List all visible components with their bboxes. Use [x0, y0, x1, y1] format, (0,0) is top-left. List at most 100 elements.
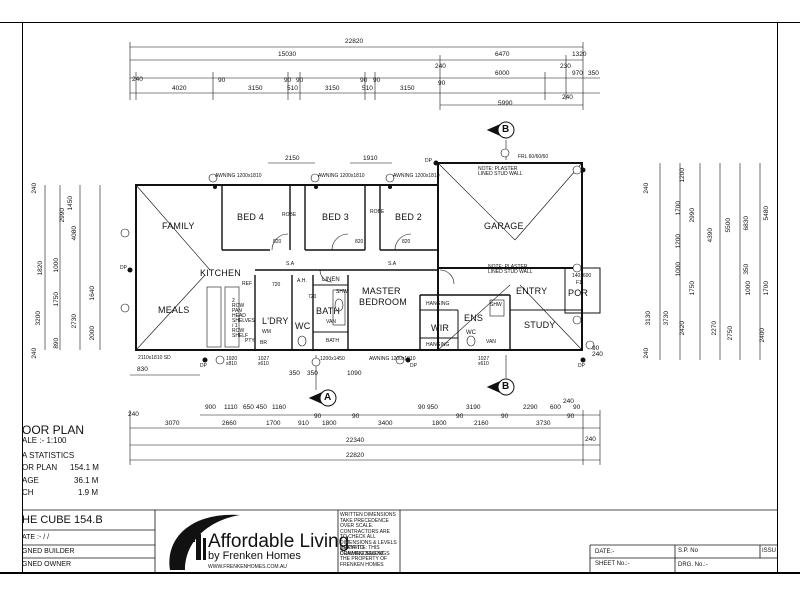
note-plaster-2: NOTE: PLASTER LINED STUD WALL	[488, 264, 533, 275]
dim-bottom-3190: 3190	[466, 404, 481, 411]
dim-left-1640: 1640	[88, 286, 96, 301]
door-720-b: 720	[272, 282, 281, 288]
ens-wc-label: WC	[466, 330, 476, 336]
plan-scale: ALE :- 1:100	[22, 436, 67, 445]
dim-top-240: 240	[132, 76, 143, 83]
stat-floor-value: 154.1 M	[70, 463, 99, 472]
dim-bottom-1800b: 1800	[432, 420, 447, 427]
dim-right-2270: 2270	[710, 321, 718, 336]
window-1920: 1920 x810	[226, 356, 238, 367]
pantry-note: 2 ROW PAN HEAD SHELVES / 1 ROW SHELF	[232, 298, 255, 339]
dim-left-1450: 1450	[66, 196, 74, 211]
robe-label-1: ROBE	[282, 212, 297, 218]
dp-label-5: DP	[120, 265, 127, 271]
room-study: STUDY	[524, 320, 556, 330]
dim-right-5500: 5500	[724, 218, 732, 233]
sheet-label: SHEET No.:-	[595, 561, 630, 567]
dim-left-2990: 2990	[58, 208, 66, 223]
dim-right-1750: 1750	[688, 281, 696, 296]
window-1027-a: 1027 x610	[258, 356, 270, 367]
dim-overall-top: 22820	[345, 38, 364, 45]
smoke-alarm-1: S.A	[286, 261, 295, 267]
dim-top-240c: 240	[562, 94, 573, 101]
room-ensuite: ENS	[464, 313, 484, 323]
room-entry: ENTRY	[516, 286, 548, 296]
sheet-bottom-border	[0, 572, 800, 574]
room-bed2: BED 2	[395, 212, 423, 222]
dim-top-1910: 1910	[363, 155, 378, 162]
dim-bottom-600: 600	[550, 404, 561, 411]
dp-label-2: DP	[410, 363, 417, 369]
window-1200x1450: 1200x1450	[320, 356, 345, 362]
awning-label-1: AWNING 1200x1810	[215, 173, 262, 179]
f1-label: F1	[576, 280, 582, 286]
dim-right-1200: 1200	[678, 168, 686, 183]
dim-right-3130: 3130	[644, 311, 652, 326]
stat-porch-value: 1.9 M	[78, 488, 99, 497]
dim-left-1820: 1820	[36, 261, 44, 276]
awning-label-3: AWNING 1200x1810	[393, 173, 440, 179]
door-720-a: 720	[308, 294, 317, 300]
dim-right-240: 240	[643, 182, 651, 194]
hanging-label-2: HANGING	[426, 342, 450, 348]
date-label: DATE:-	[595, 549, 615, 555]
sd-label: 2110x1810 SD	[138, 355, 171, 361]
window-1027-b: 1027 x610	[478, 356, 490, 367]
stat-garage-value: 36.1 M	[74, 476, 99, 485]
section-marker-b-bottom: B	[502, 381, 510, 392]
shower-label-ens: SHW	[490, 302, 502, 308]
dim-top-90a: 90	[218, 77, 226, 84]
room-master: MASTER	[362, 286, 401, 296]
dim-right-5480: 5480	[762, 206, 770, 221]
dim-left-2000: 2000	[88, 326, 96, 341]
dim-bottom-450: 450	[256, 404, 267, 411]
room-bedroom: BEDROOM	[359, 297, 407, 307]
dim-right-240b: 240	[643, 347, 651, 359]
dim-left-240b: 240	[31, 347, 39, 359]
pantry-label: PTY	[245, 338, 255, 344]
dim-bottom-2160: 2160	[474, 420, 489, 427]
dim-right-1700b: 1700	[762, 281, 770, 296]
door-820-a: 820	[273, 239, 282, 245]
ref-label: REF	[242, 281, 252, 287]
stat-porch-label: CH	[22, 488, 34, 497]
dim-top-970: 970	[572, 70, 583, 77]
dim-bottom-1160: 1160	[272, 404, 286, 411]
dim-right-1700: 1700	[674, 201, 682, 216]
door-820-c: 820	[402, 239, 411, 245]
room-porch: POR	[568, 288, 589, 298]
stat-floor-label: OR PLAN	[22, 463, 58, 472]
dim-top-90b: 90	[284, 77, 292, 84]
dim-left-890: 890	[53, 337, 61, 349]
dim-top-3150c: 3150	[400, 85, 415, 92]
linen-label: LINEN	[322, 277, 340, 283]
dim-bottom-2290: 2290	[523, 404, 538, 411]
dim-left-1750: 1750	[52, 292, 60, 307]
dim-bottom-240r: 240	[592, 351, 603, 358]
plan-title: OOR PLAN	[22, 423, 85, 437]
dim-top-1320: 1320	[572, 51, 587, 58]
copyright-note: COPYRITE: THIS DRAWING BELONGS THE PROPE…	[340, 545, 390, 568]
dim-top-90c: 90	[296, 77, 304, 84]
dim-top-6000: 6000	[495, 70, 510, 77]
sp-label: S.P. No	[678, 548, 698, 554]
room-wc: WC	[295, 321, 311, 331]
dim-bottom-90e: 90	[456, 413, 464, 420]
frl-label: FRL 60/60/60	[518, 154, 549, 160]
dim-top-3150b: 3150	[325, 85, 340, 92]
bath-tub-label: BATH	[326, 338, 339, 344]
dim-bottom-90h: 240	[585, 436, 596, 443]
dim-left-1000: 1000	[52, 258, 60, 273]
dim-bottom-240a: 240	[563, 398, 574, 405]
dim-bottom-22340: 22340	[346, 437, 365, 444]
hanging-label-1: HANGING	[426, 301, 450, 307]
logo-sub-text: by Frenken Homes	[208, 550, 301, 562]
dim-top-4020: 4020	[172, 85, 187, 92]
project-name: HE CUBE 154.B	[22, 514, 103, 526]
room-bed3: BED 3	[322, 212, 350, 222]
dim-right-2990: 2990	[688, 208, 696, 223]
smoke-alarm-2: S.A	[388, 261, 397, 267]
room-laundry: L'DRY	[262, 316, 289, 326]
dim-bottom-3400: 3400	[378, 420, 393, 427]
stat-garage-label: AGE	[22, 476, 39, 485]
